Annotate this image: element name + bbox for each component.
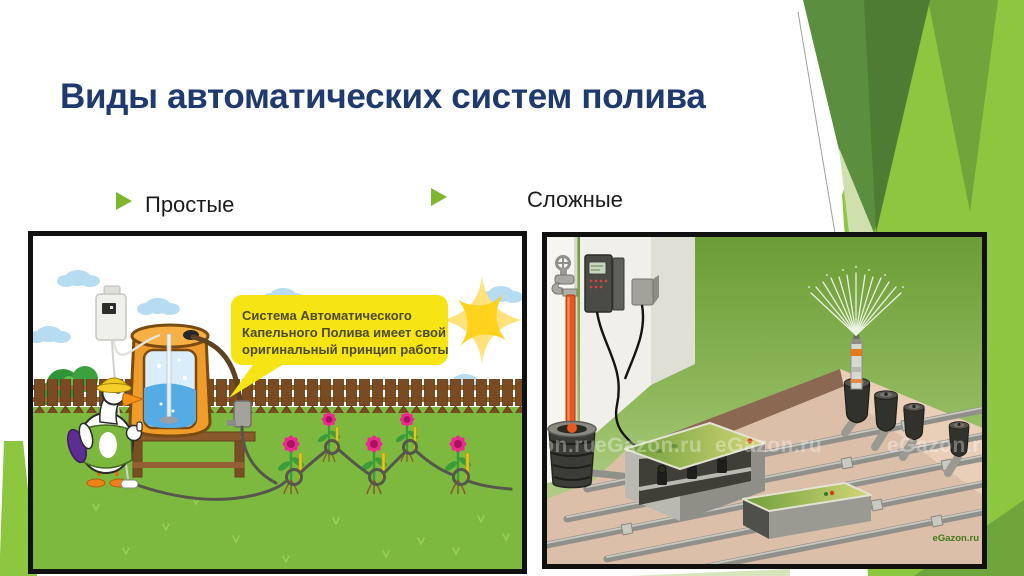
irrigation-controller (584, 254, 625, 313)
bubble-line-3: оригинальный принцип работы (242, 342, 449, 357)
water-barrel (128, 323, 212, 438)
drip-line (135, 425, 513, 501)
bubble-line-1: Система Автоматического (242, 308, 412, 323)
facet-green-deep (864, 0, 930, 233)
complex-system-illustration: eGazon.ru eGazon.ru eGazon.ru eGazon.ru … (542, 232, 987, 569)
site-credit: eGazon.ru (933, 533, 980, 544)
watermarks: eGazon.ru eGazon.ru eGazon.ru eGazon.ru (547, 434, 982, 457)
simple-system-illustration: Система Автоматического Капельного Полив… (28, 231, 527, 574)
round-valve-box (547, 420, 597, 489)
inline-filter (120, 479, 139, 489)
speech-bubble: Система Автоматического Капельного Полив… (229, 295, 449, 398)
water-spray (807, 265, 905, 336)
grass-tufts (92, 497, 510, 564)
supply-pipe-orange (565, 294, 576, 428)
bubble-line-2: Капельного Полива имеет свой (242, 325, 446, 340)
goose-mascot (67, 377, 145, 488)
sun-icon (442, 276, 522, 364)
facet-hairline (797, 11, 836, 234)
svg-text:eGazon.ru: eGazon.ru (595, 434, 702, 457)
control-cables (595, 304, 645, 454)
page-title: Виды автоматических систем полива (60, 77, 706, 117)
valve-manifold-box (624, 422, 766, 521)
sprinkler-riser (850, 335, 863, 390)
triangle-bullet-icon (116, 192, 132, 210)
facet-bottom-left-sliver (0, 441, 37, 576)
facet-green-pale (839, 148, 874, 233)
drainage-box (742, 482, 872, 539)
svg-text:eGazon.ru: eGazon.ru (887, 434, 982, 457)
svg-text:eGazon.ru: eGazon.ru (547, 434, 596, 457)
facet-bottom-pale-wedge (628, 569, 790, 576)
facet-green-mid (928, 0, 998, 212)
label-simple-systems: Простые (145, 192, 235, 217)
power-adapter (631, 275, 659, 306)
svg-text:eGazon.ru: eGazon.ru (715, 434, 822, 457)
triangle-bullet-icon (431, 188, 447, 206)
label-complex-systems: Сложные (527, 187, 623, 212)
